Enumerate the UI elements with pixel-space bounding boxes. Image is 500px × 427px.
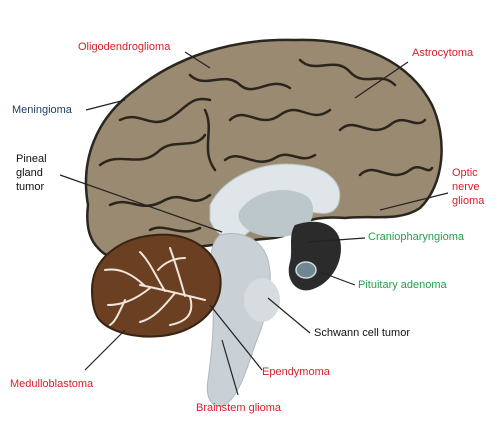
arbor-vitae [104,247,206,326]
pituitary-gland [295,261,317,279]
pineal-line-2: gland [16,167,43,179]
pons [244,278,280,322]
pineal-line-3: tumor [16,181,45,193]
label-oligodendroglioma: Oligodendroglioma [78,41,171,53]
label-astrocytoma: Astrocytoma [412,47,474,59]
optic-line-1: Optic [452,167,478,179]
sellar-region [288,221,341,291]
label-ependymoma: Ependymoma [262,366,330,378]
thalamus [238,190,314,238]
label-pituitary-adenoma: Pituitary adenoma [358,279,447,291]
label-schwann-cell-tumor: Schwann cell tumor [314,327,410,339]
label-pineal-gland-tumor: Pineal gland tumor [16,152,66,194]
label-craniopharyngioma: Craniopharyngioma [368,231,464,243]
label-optic-nerve-glioma: Optic nerve glioma [452,166,496,208]
optic-line-3: glioma [452,195,485,207]
leader-lines [59,51,449,396]
cerebellum [90,233,222,338]
optic-line-2: nerve [452,181,480,193]
label-meningioma: Meningioma [12,104,72,116]
pineal-line-1: Pineal [16,153,47,165]
label-medulloblastoma: Medulloblastoma [10,378,94,390]
label-brainstem-glioma: Brainstem glioma [196,402,281,414]
